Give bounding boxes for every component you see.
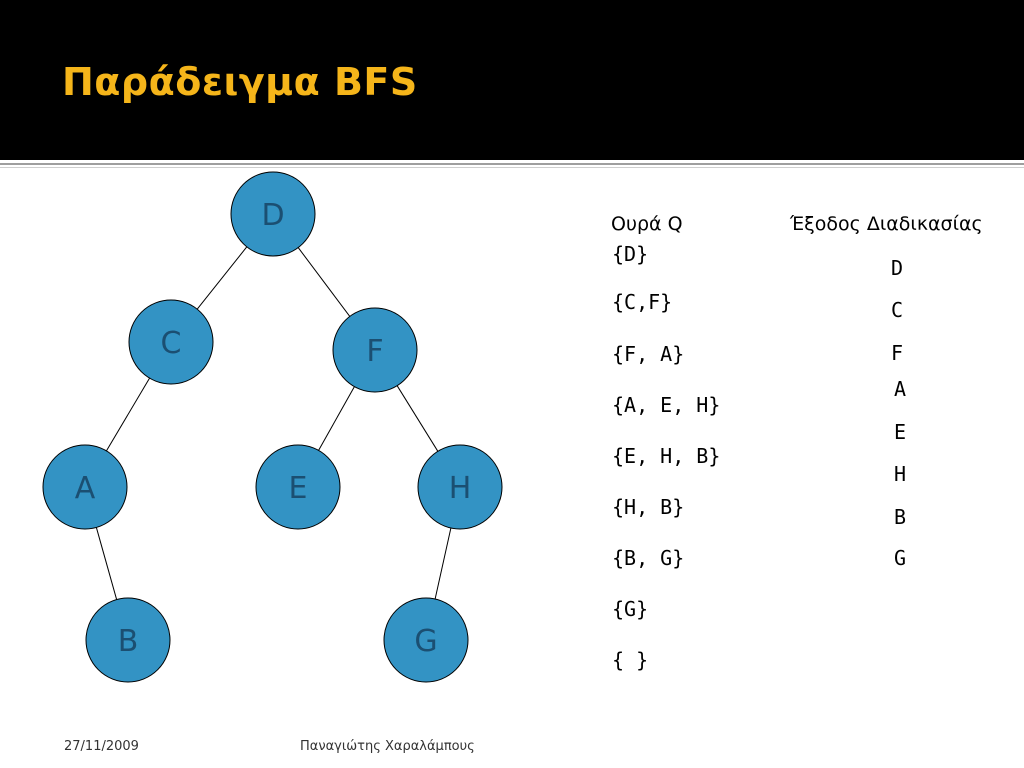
tree-edges: [95, 246, 452, 600]
node-label-D: D: [261, 198, 284, 233]
edge-D-C: [196, 246, 248, 310]
node-G: [383, 597, 469, 683]
edge-F-E: [318, 386, 355, 451]
output-header: Έξοδος Διαδικασίας: [790, 213, 983, 235]
divider-line-thin: [0, 167, 1024, 168]
queue-header: Ουρά Q: [611, 213, 683, 235]
edge-H-G: [434, 527, 452, 600]
output-row: G: [894, 546, 907, 570]
output-row: F: [891, 341, 904, 365]
output-row: E: [894, 420, 907, 444]
queue-row: {C,F}: [612, 290, 673, 314]
edge-F-H: [396, 385, 439, 452]
node-D: [230, 171, 316, 257]
node-label-H: H: [449, 471, 472, 506]
output-row: B: [894, 505, 907, 529]
tree-nodes: D C F A E H B G: [42, 171, 503, 683]
queue-row: {B, G}: [612, 546, 685, 570]
node-A: [42, 444, 128, 530]
output-row: C: [891, 298, 904, 322]
footer-author: Παναγιώτης Χαραλάμπους: [300, 739, 475, 754]
output-row: H: [894, 462, 907, 486]
output-row: A: [894, 377, 907, 401]
node-B: [85, 597, 171, 683]
queue-row: {E, H, B}: [612, 444, 721, 468]
node-C: [128, 299, 214, 385]
node-label-C: C: [161, 326, 182, 361]
node-label-F: F: [366, 334, 383, 369]
node-E: [255, 444, 341, 530]
title-bar: Παράδειγμα BFS: [0, 0, 1024, 160]
edge-A-B: [95, 527, 118, 600]
node-label-E: E: [289, 471, 308, 506]
node-label-B: B: [118, 624, 139, 659]
queue-row: {D}: [612, 242, 649, 266]
queue-row: {G}: [612, 597, 649, 621]
edge-C-A: [105, 377, 151, 452]
slide-title: Παράδειγμα BFS: [62, 60, 418, 104]
node-label-A: A: [75, 471, 96, 506]
node-label-G: G: [414, 624, 437, 659]
queue-row: { }: [612, 648, 649, 672]
node-H: [417, 444, 503, 530]
output-row: D: [891, 256, 904, 280]
queue-row: {A, E, H}: [612, 393, 721, 417]
queue-row: {H, B}: [612, 495, 685, 519]
footer-date: 27/11/2009: [64, 739, 139, 754]
edge-D-F: [297, 247, 351, 317]
divider-line: [0, 163, 1024, 165]
node-F: [332, 307, 418, 393]
queue-row: {F, A}: [612, 342, 685, 366]
